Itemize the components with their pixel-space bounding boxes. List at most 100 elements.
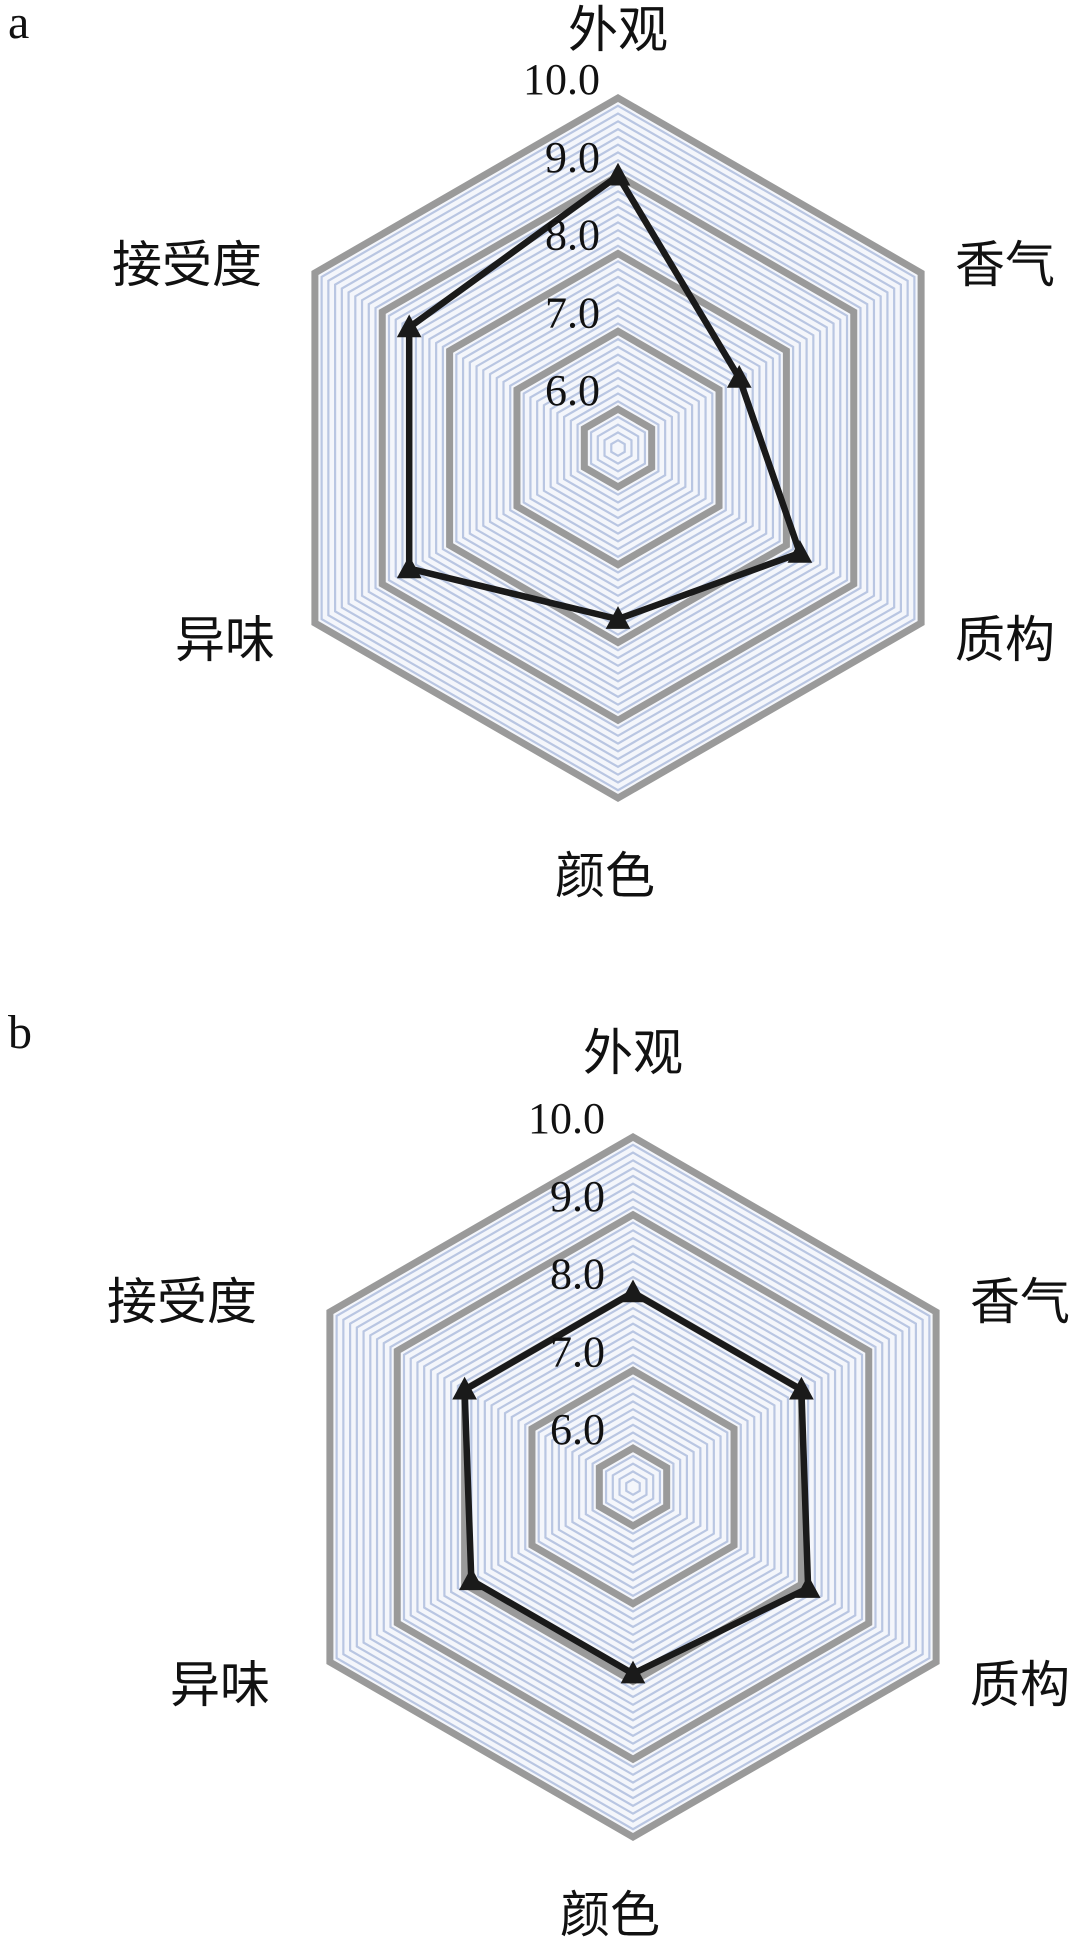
radar-grid-ring-minor xyxy=(428,228,808,668)
radar-axis-label: 香气 xyxy=(955,236,1055,294)
radar-grid-ring-minor xyxy=(576,400,660,496)
radar-point-异味 xyxy=(396,555,422,579)
radar-tick-label: 7.0 xyxy=(545,288,600,337)
radar-grid-ring-major xyxy=(446,249,790,647)
radar-series-a xyxy=(396,162,813,629)
radar-grid-ring-minor xyxy=(497,1330,769,1644)
radar-grid-ring-minor xyxy=(509,322,727,574)
radar-tick-label: 7.0 xyxy=(550,1327,605,1376)
radar-tick-label: 10.0 xyxy=(523,55,600,104)
radar-axis-label: 质构 xyxy=(955,611,1055,669)
radar-point-质构 xyxy=(795,1575,821,1598)
radar-point-颜色 xyxy=(605,606,631,629)
radar-grid-ring-minor xyxy=(416,1236,850,1738)
radar-point-外观 xyxy=(605,162,631,186)
radar-grid-ring-minor xyxy=(347,135,889,761)
radar-grid-ring-minor xyxy=(564,1407,702,1567)
radar-grid-ring-minor xyxy=(429,1252,837,1722)
radar-grid-ring-minor xyxy=(563,384,673,512)
radar-grid-ring-minor xyxy=(591,1439,675,1535)
radar-tick-label: 6.0 xyxy=(545,366,600,415)
radar-grid-ring-minor xyxy=(571,1415,695,1559)
radar-grid-ring-minor xyxy=(369,1182,897,1792)
radar-grid-ring-minor xyxy=(320,104,916,792)
radar-grid-ring-major xyxy=(311,93,925,803)
radar-grid-ring-minor xyxy=(367,158,869,738)
radar-grid-ring-minor xyxy=(401,197,835,699)
radar-grid-ring-minor xyxy=(537,1376,729,1598)
radar-grid-ring-minor xyxy=(542,361,694,535)
radar-grid-ring-minor xyxy=(584,1431,682,1543)
radar-grid-ring-minor xyxy=(360,151,876,745)
radar-point-异味 xyxy=(458,1567,484,1591)
radar-grid-ring-minor xyxy=(374,166,862,730)
radar-grid-ring-major xyxy=(513,327,723,569)
radar-series-b xyxy=(452,1279,821,1684)
radar-grid-ring-minor xyxy=(455,260,781,636)
radar-grid-ring-minor xyxy=(589,415,647,481)
radar-grid-ring-minor xyxy=(603,431,633,465)
radar-grid-ring-minor xyxy=(342,1151,924,1823)
radar-background xyxy=(314,98,922,798)
radar-grid-ring-minor xyxy=(596,423,640,473)
radar-grid-ring-minor xyxy=(551,1392,715,1582)
radar-grid-ring-minor xyxy=(625,1477,641,1497)
radar-point-质构 xyxy=(787,540,813,563)
radar-grid-ring-minor xyxy=(375,1190,891,1784)
radar-tick-label: 8.0 xyxy=(550,1250,605,1299)
radar-grid-ring-minor xyxy=(435,236,801,660)
radar-axis-label: 异味 xyxy=(175,611,275,669)
radar-axis-label: 外观 xyxy=(583,1024,683,1082)
radar-grid-ring-minor xyxy=(610,438,626,458)
radar-grid-ring-minor xyxy=(389,1205,877,1769)
panel-label-a: a xyxy=(8,0,29,49)
radar-grid-ring-minor xyxy=(335,1143,931,1831)
radar-axis-label: 质构 xyxy=(970,1656,1070,1714)
radar-grid-b xyxy=(326,1132,940,1842)
radar-axis-label: 颜色 xyxy=(560,1886,660,1944)
radar-tick-labels-b: 10.0 9.0 8.0 7.0 6.0 xyxy=(528,1094,605,1454)
radar-tick-label: 10.0 xyxy=(528,1094,605,1143)
radar-grid-ring-major xyxy=(326,1132,940,1842)
radar-axis-label: 外观 xyxy=(568,1,668,59)
radar-grid-ring-minor xyxy=(409,1229,857,1745)
radar-grid-ring-minor xyxy=(362,1174,904,1800)
radar-grid-ring-major xyxy=(595,1444,671,1530)
radar-grid-ring-major xyxy=(580,405,656,491)
radar-grid-ring-minor xyxy=(503,1337,763,1637)
radar-grid-ring-minor xyxy=(340,127,896,769)
radar-axis-label: 香气 xyxy=(970,1273,1070,1331)
radar-grid-ring-minor xyxy=(483,1314,783,1660)
radar-point-香气 xyxy=(789,1376,814,1400)
radar-grid-ring-minor xyxy=(421,221,815,675)
radar-grid-ring-minor xyxy=(333,120,903,776)
radar-grid-ring-minor xyxy=(355,1166,911,1808)
radar-grid-ring-major xyxy=(393,1210,873,1764)
radar-grid-ring-minor xyxy=(348,1159,918,1815)
radar-grid-ring-minor xyxy=(402,1221,864,1753)
radar-grid-ring-minor xyxy=(604,1454,662,1520)
radar-grid-ring-minor xyxy=(441,244,795,652)
radar-grid-ring-minor xyxy=(423,1244,843,1730)
radar-grid-ring-minor xyxy=(611,1462,655,1512)
radar-point-接受度 xyxy=(396,314,422,338)
radar-tick-label: 9.0 xyxy=(550,1172,605,1221)
radar-grid-ring-minor xyxy=(436,1260,830,1714)
radar-grid-ring-minor xyxy=(517,1353,749,1621)
radar-grid-a xyxy=(311,93,925,803)
radar-grid-ring-minor xyxy=(443,1267,823,1707)
radar-grid-ring-minor xyxy=(382,1197,884,1777)
radar-grid-ring-minor xyxy=(536,353,700,543)
radar-grid-ring-minor xyxy=(394,190,842,706)
radar-tick-label: 6.0 xyxy=(550,1405,605,1454)
radar-grid-ring-minor xyxy=(490,1322,776,1652)
radar-grid-ring-minor xyxy=(618,1470,648,1504)
radar-point-接受度 xyxy=(452,1376,477,1400)
radar-grid-ring-minor xyxy=(578,1423,688,1551)
radar-axis-label: 接受度 xyxy=(107,1273,257,1331)
radar-grid-ring-minor xyxy=(456,1283,810,1691)
